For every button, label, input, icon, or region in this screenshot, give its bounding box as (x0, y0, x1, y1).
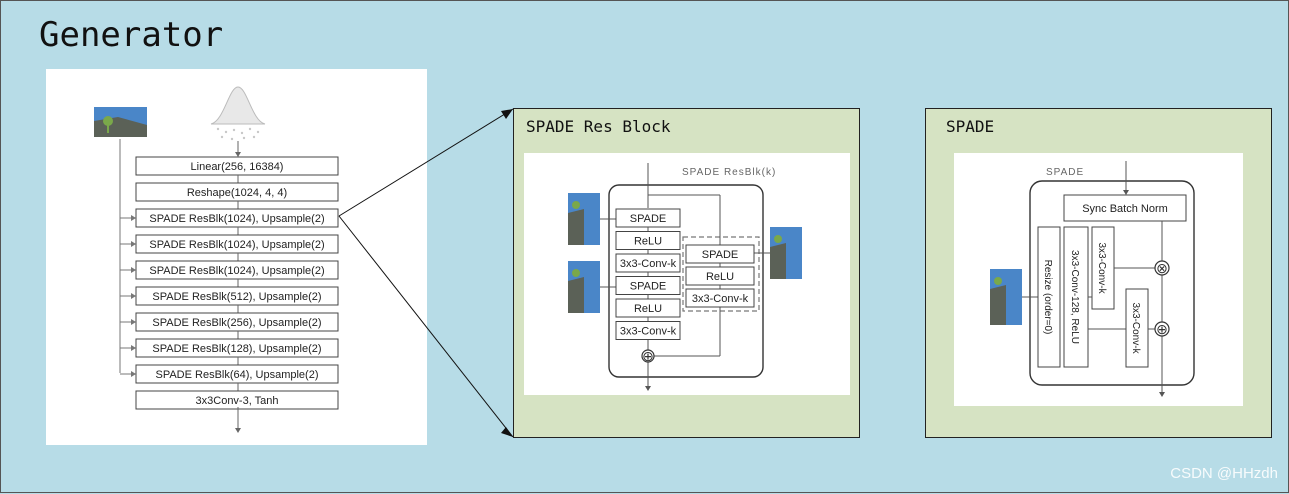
segmap-thumbnail-1 (568, 193, 600, 245)
page-title: Generator (39, 15, 224, 55)
generator-layer-label: SPADE ResBlk(1024), Upsample(2) (149, 265, 324, 277)
resblock-diagram: SPADE ResBlk(k) (568, 163, 802, 391)
resize-label: Resize (order=0) (1042, 260, 1053, 335)
segmap-feed-arrowhead (131, 371, 136, 377)
generator-layer-label: SPADE ResBlk(128), Upsample(2) (152, 343, 321, 355)
resblock-figure: SPADE ResBlk(k) (524, 153, 850, 395)
resblock-layer-box (615, 321, 681, 340)
generator-diagram: Linear(256, 16384) Reshape(1024, 4, 4) SPA… (94, 86, 339, 433)
generator-layer-label: Reshape(1024, 4, 4) (187, 187, 287, 199)
shortcut-layer-label: SPADE (702, 249, 738, 261)
resblock-layer-label: ReLU (634, 303, 662, 315)
segmap-thumbnail-2 (568, 261, 600, 313)
sync-batch-norm-label: Sync Batch Norm (1082, 203, 1168, 215)
conv-gamma-label: 3x3-Conv-k (1096, 242, 1107, 294)
spade-figure-title: SPADE (1046, 167, 1084, 178)
resblock-shortcut-branch: SPADE ReLU 3x3-Conv-k (685, 244, 755, 308)
generator-layer-label: Linear(256, 16384) (191, 161, 284, 173)
resblock-layer-label: SPADE (630, 213, 666, 225)
multiply-node (1154, 260, 1170, 276)
resblock-layer-label: 3x3-Conv-k (620, 258, 677, 270)
resblock-layer-label: ReLU (634, 236, 662, 248)
add-symbol: ⊕ (1156, 321, 1168, 337)
watermark: CSDN @HHzdh (1170, 465, 1278, 482)
generator-layer-label: SPADE ResBlk(1024), Upsample(2) (149, 213, 324, 225)
spade-outline (1029, 180, 1195, 386)
generator-layer-label: SPADE ResBlk(64), Upsample(2) (155, 369, 318, 381)
spade-panel-title: SPADE (946, 117, 995, 136)
shortcut-group (682, 236, 760, 312)
generator-layer-box (135, 156, 339, 176)
segmap-feed-arrowhead (131, 241, 136, 247)
shortcut-layer-label: ReLU (706, 271, 734, 283)
resize-box (1037, 226, 1061, 368)
generator-layer-label: 3x3Conv-3, Tanh (196, 395, 279, 407)
generator-layer-label: SPADE ResBlk(256), Upsample(2) (152, 317, 321, 329)
sum-symbol: ⊕ (642, 348, 654, 364)
conv-beta-box (1125, 288, 1149, 368)
segmap-feed-arrowhead (131, 267, 136, 273)
segmap-thumbnail-4 (990, 269, 1022, 325)
resblock-outline (608, 184, 764, 378)
conv128-label: 3x3-Conv-128, ReLU (1069, 250, 1080, 344)
resblock-figure-title: SPADE ResBlk(k) (682, 167, 776, 178)
generator-layer-label: SPADE ResBlk(512), Upsample(2) (152, 291, 321, 303)
generator-layer-label: SPADE ResBlk(1024), Upsample(2) (149, 239, 324, 251)
segmap-feed-arrowhead (131, 319, 136, 325)
sum-node (641, 349, 655, 363)
segmap-thumbnail (94, 107, 147, 137)
segmap-feed-arrowhead (131, 215, 136, 221)
segmap-thumbnail-3 (770, 227, 802, 279)
resblock-panel: SPADE Res Block SPADE ResBlk(k) (513, 108, 860, 438)
conv-beta-label: 3x3-Conv-k (1130, 302, 1141, 354)
add-node (1154, 321, 1170, 337)
resblock-panel-title: SPADE Res Block (526, 117, 671, 136)
multiply-symbol: ⊗ (1156, 260, 1168, 276)
segmap-feed-arrowhead (131, 293, 136, 299)
shortcut-layer-label: 3x3-Conv-k (692, 293, 749, 305)
generator-layer-box (135, 182, 339, 202)
resblock-layer-label: 3x3-Conv-k (620, 326, 677, 338)
segmap-feed-arrowhead (131, 345, 136, 351)
spade-panel: SPADE SPADE Sync Batch Norm Resize (o (925, 108, 1272, 438)
shortcut-layer-box (685, 288, 755, 308)
generator-panel: Linear(256, 16384) Reshape(1024, 4, 4) SPA… (46, 69, 427, 445)
resblock-layer-label: SPADE (630, 281, 666, 293)
spade-diagram: SPADE Sync Batch Norm Resize (order=0) (990, 161, 1195, 397)
generator-layer-stack: Linear(256, 16384) Reshape(1024, 4, 4) SPA… (120, 156, 339, 410)
sync-batch-norm-box (1063, 194, 1187, 222)
spade-figure: SPADE Sync Batch Norm Resize (order=0) (954, 153, 1243, 406)
noise-distribution-icon (210, 86, 266, 141)
generator-layer-box (135, 390, 339, 410)
